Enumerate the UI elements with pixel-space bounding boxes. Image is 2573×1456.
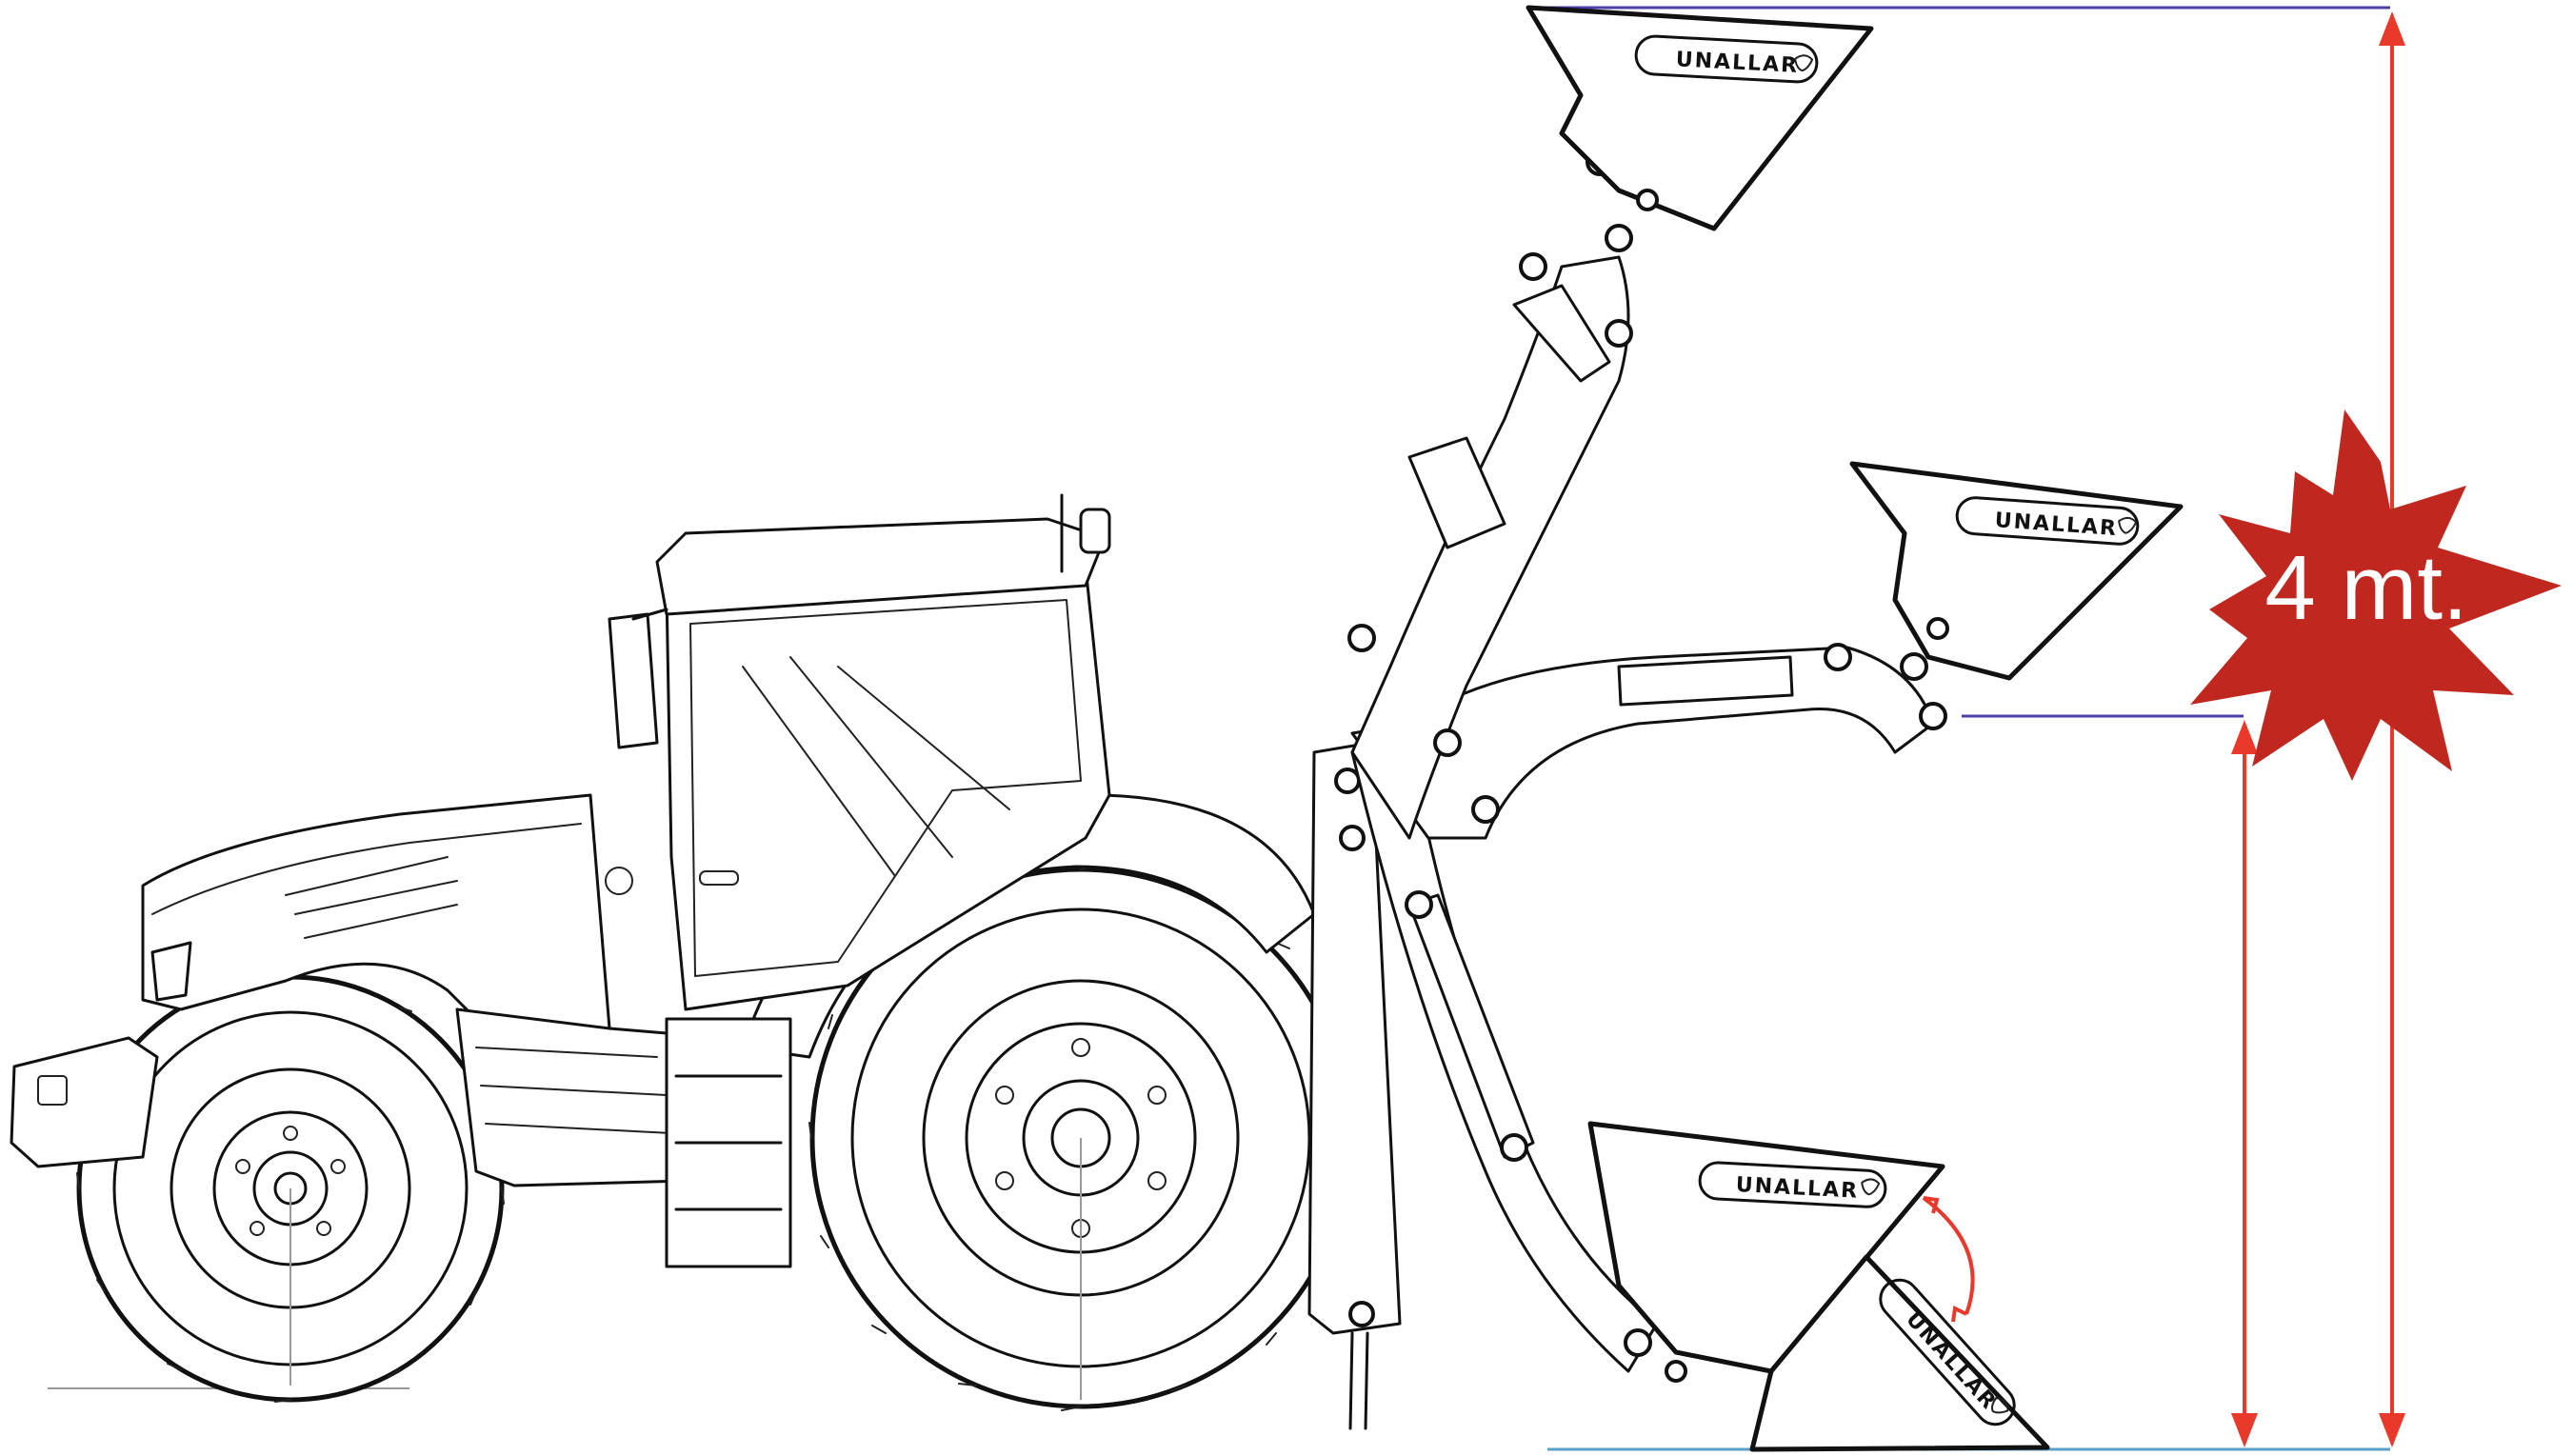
bucket-lowered: UNALLAR UNALLAR — [1587, 1121, 2050, 1452]
tractor — [10, 493, 1355, 1411]
height-dimension — [2231, 11, 2405, 1447]
bucket-raised: UNALLAR — [1526, 5, 1874, 231]
bull-head-icon — [1861, 1178, 1881, 1196]
side-mirror — [608, 612, 659, 749]
curved-double-arrow-icon — [1922, 1196, 1975, 1323]
bull-head-icon — [1991, 1397, 2009, 1414]
front-wheel — [76, 972, 505, 1403]
height-badge: 4 mt. — [2190, 409, 2562, 781]
bucket-middle: UNALLAR — [1849, 461, 2184, 681]
cab — [605, 493, 1111, 1268]
loader-frame — [1307, 148, 1947, 1430]
beacon-light — [1079, 508, 1111, 554]
chassis — [455, 1007, 688, 1187]
headlight — [150, 941, 192, 1002]
front-bumper — [10, 1036, 159, 1168]
star-burst-icon — [2190, 409, 2562, 781]
loader-arm-middle — [1350, 643, 1947, 840]
bull-head-icon — [1794, 54, 1814, 72]
bucket-tilted — [1749, 1254, 2050, 1452]
bull-head-icon — [2118, 516, 2138, 534]
height-badge-label: 4 mt. — [2264, 537, 2467, 639]
cab-steps — [665, 1017, 792, 1268]
